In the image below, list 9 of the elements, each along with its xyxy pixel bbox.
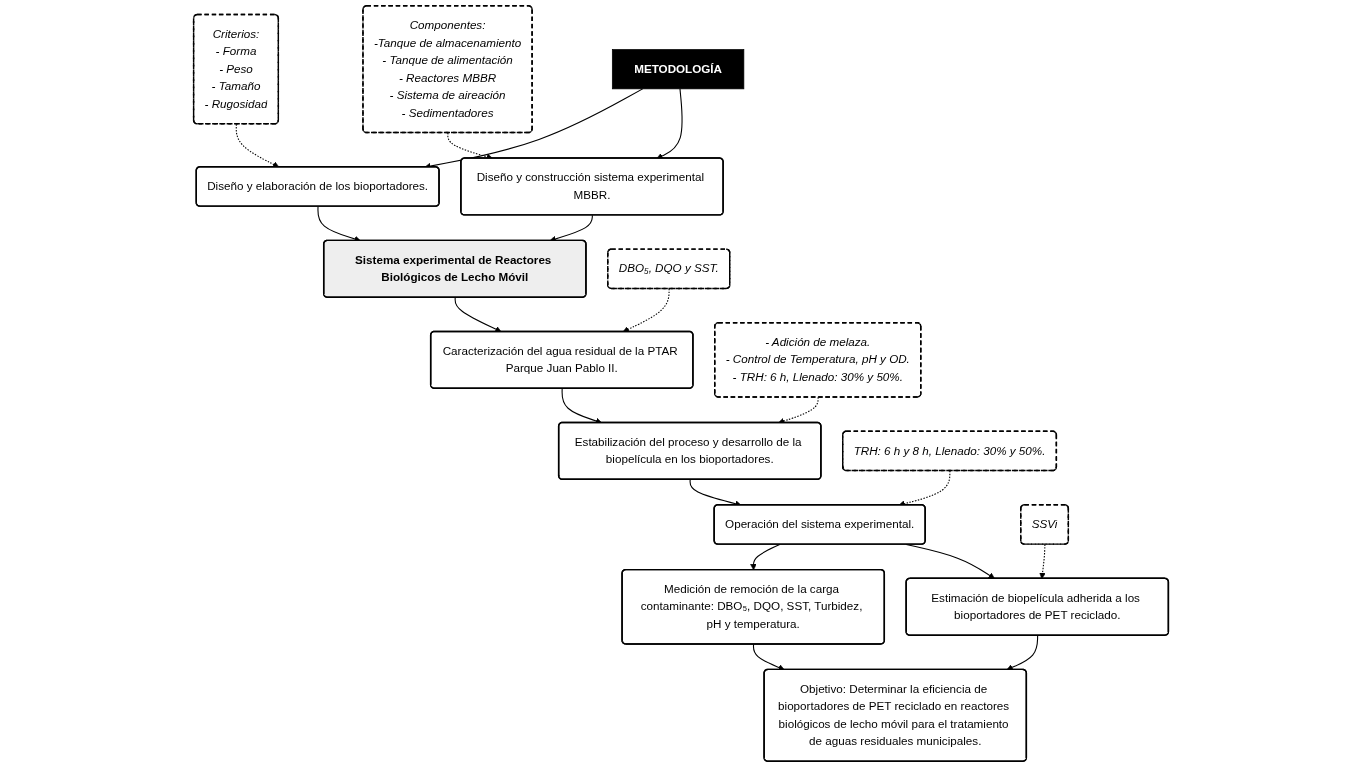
arrow [752, 643, 785, 671]
arrow [235, 123, 280, 168]
arrow [656, 88, 683, 159]
node-box: METODOLOGÍA [611, 49, 745, 90]
arrow [750, 543, 781, 571]
arrow [1006, 634, 1039, 671]
arrow [447, 132, 493, 160]
arrow [622, 288, 670, 333]
arrow [454, 297, 502, 333]
